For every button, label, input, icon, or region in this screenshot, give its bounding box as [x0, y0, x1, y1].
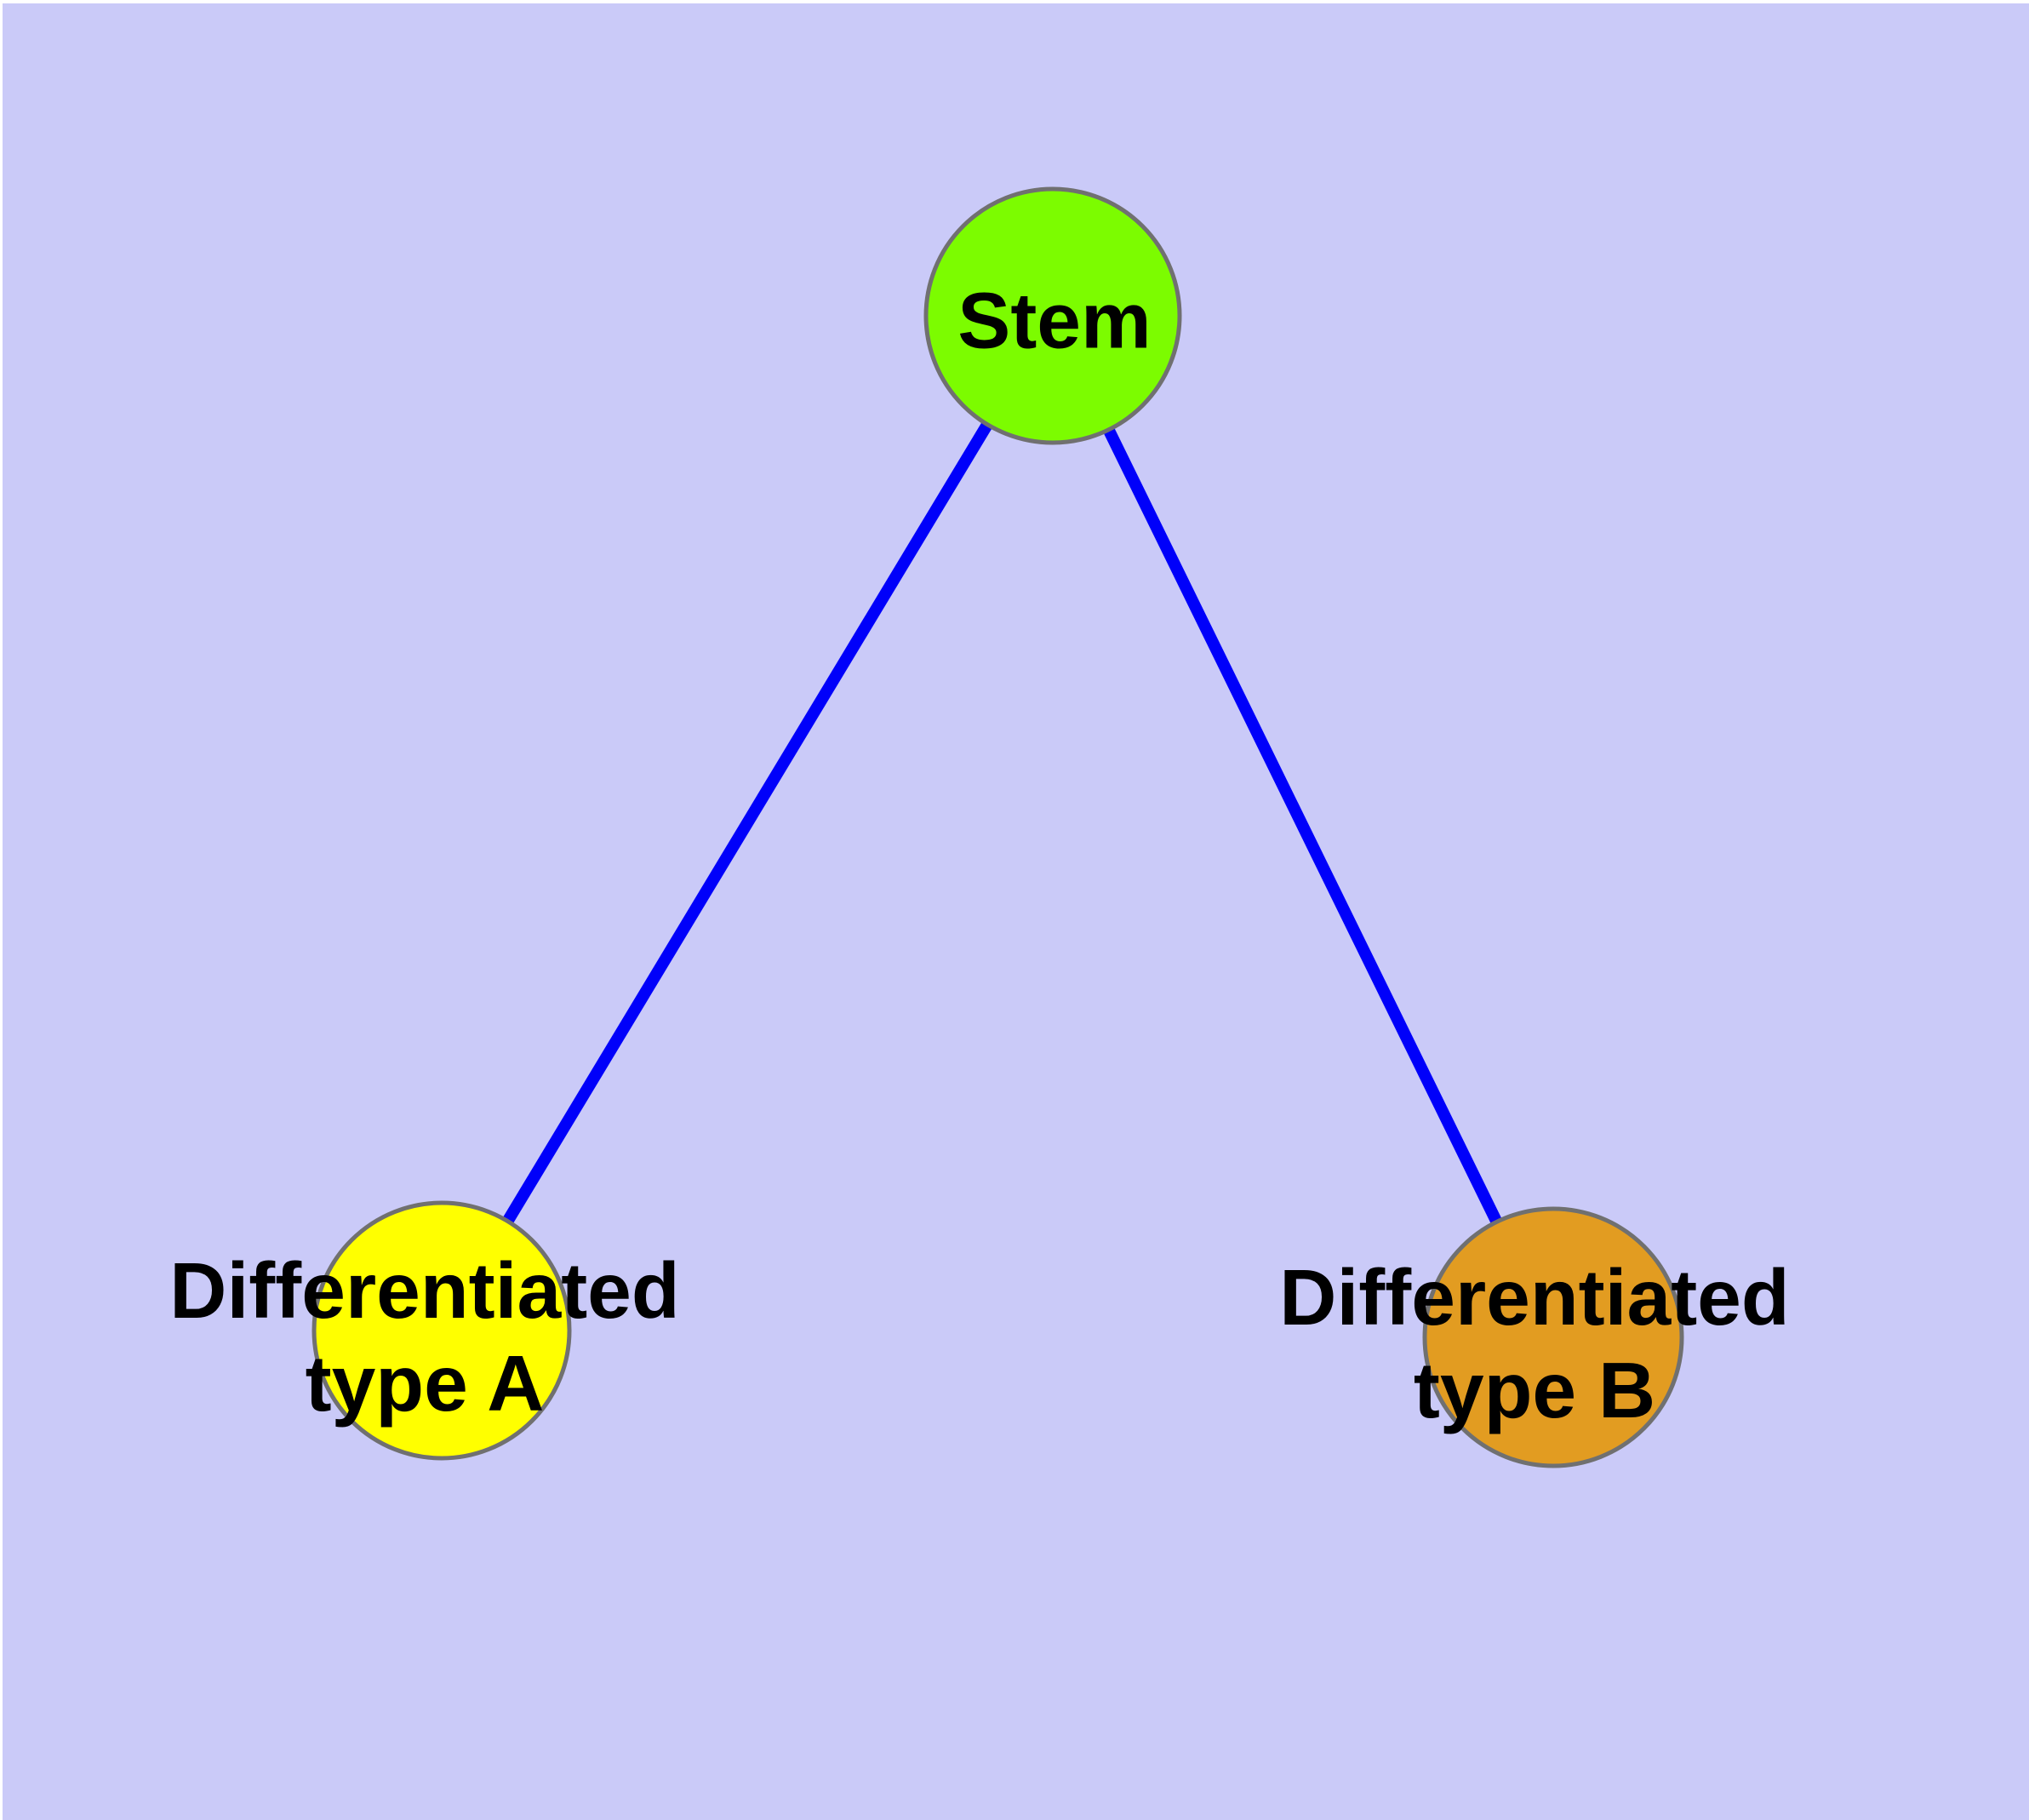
edge-stem-diff-b: [1047, 312, 1559, 1341]
node-circle-diff-a: [311, 1200, 572, 1461]
edge-stem-diff-a: [437, 312, 1058, 1334]
node-circle-stem: [923, 186, 1182, 445]
node-circle-diff-b: [1422, 1206, 1684, 1468]
